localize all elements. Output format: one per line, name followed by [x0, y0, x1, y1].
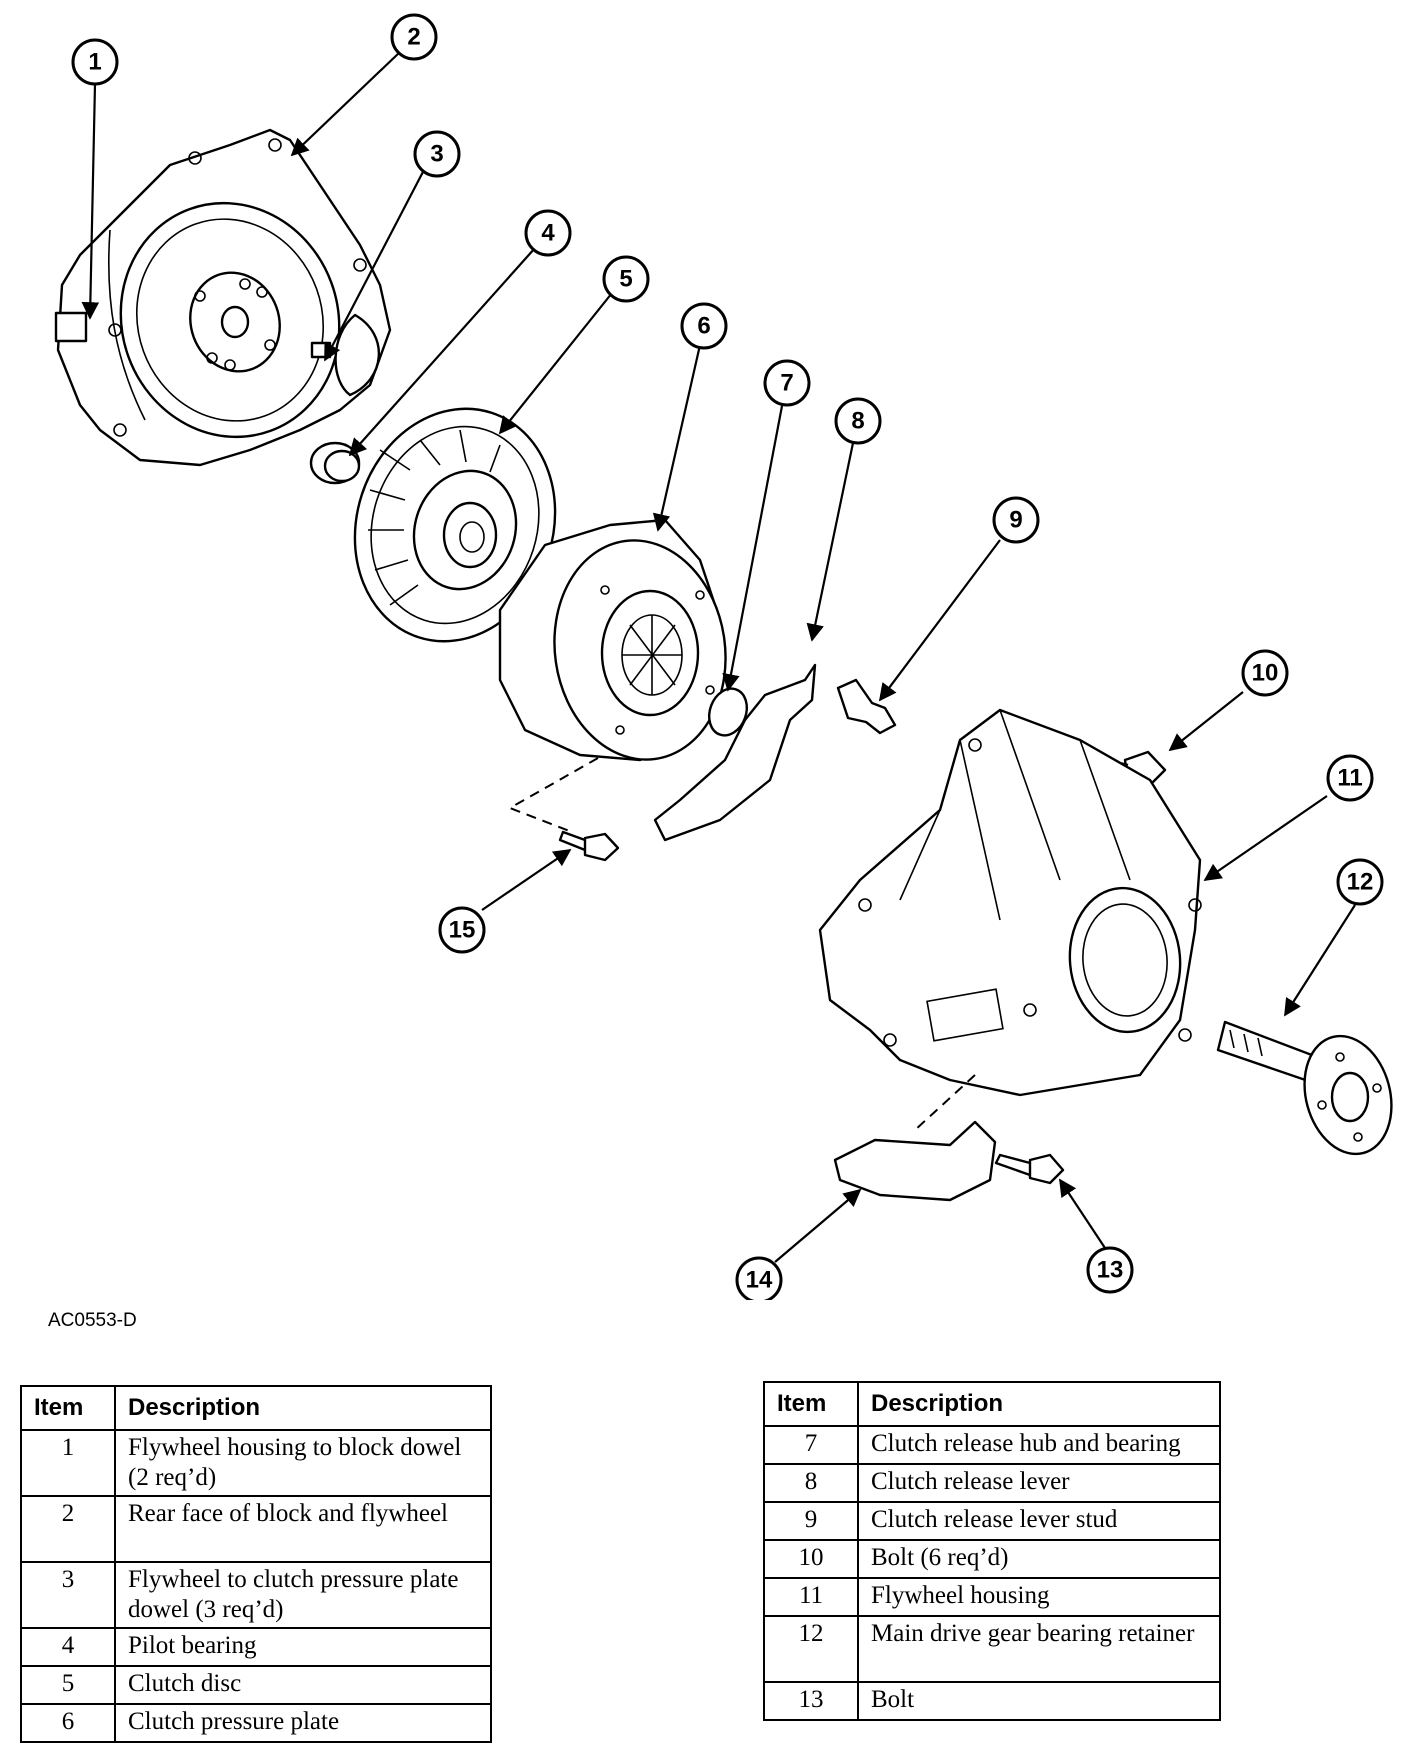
item-description: Flywheel housing to block dowel (2 req’d…	[114, 1429, 492, 1497]
legend-row: 11 Flywheel housing	[763, 1577, 1221, 1617]
svg-text:5: 5	[619, 266, 632, 293]
item-number: 2	[20, 1495, 116, 1563]
callout-6: 6	[680, 302, 728, 350]
item-description: Clutch pressure plate	[114, 1703, 492, 1743]
svg-text:13: 13	[1097, 1257, 1124, 1284]
legend-row: 10 Bolt (6 req’d)	[763, 1539, 1221, 1579]
svg-text:8: 8	[851, 408, 864, 435]
item-number: 7	[763, 1425, 859, 1465]
item-number: 3	[20, 1561, 116, 1629]
callout-15: 15	[438, 906, 486, 954]
description-header: Description	[857, 1381, 1221, 1427]
description-header: Description	[114, 1385, 492, 1431]
callout-11: 11	[1326, 754, 1374, 802]
svg-text:1: 1	[88, 49, 101, 76]
callout-4: 4	[524, 209, 572, 257]
item-description: Flywheel housing	[857, 1577, 1221, 1617]
rear-face-of-block-and-flywheel	[54, 128, 392, 467]
item-number: 11	[763, 1577, 859, 1617]
legend-header-row: Item Description	[763, 1381, 1221, 1427]
installation-line-14	[914, 1074, 976, 1131]
item-description: Rear face of block and flywheel	[114, 1495, 492, 1563]
legend-row: 5 Clutch disc	[20, 1665, 492, 1705]
svg-text:4: 4	[541, 220, 555, 247]
svg-text:14: 14	[746, 1267, 773, 1294]
clutch-disc	[353, 407, 557, 643]
bolt-15	[558, 830, 620, 862]
item-description: Bolt	[857, 1681, 1221, 1721]
item-number: 6	[20, 1703, 116, 1743]
legend-row: 7 Clutch release hub and bearing	[763, 1425, 1221, 1465]
callout-14: 14	[735, 1256, 783, 1300]
svg-text:15: 15	[449, 917, 476, 944]
item-description: Flywheel to clutch pressure plate dowel …	[114, 1561, 492, 1629]
svg-text:6: 6	[697, 313, 710, 340]
clutch-pressure-plate	[498, 518, 727, 762]
item-number: 12	[763, 1615, 859, 1683]
callout-2: 2	[390, 13, 438, 61]
callout-8: 8	[834, 397, 882, 445]
leader-lines	[81, 51, 1356, 1263]
item-number: 13	[763, 1681, 859, 1721]
legend-row: 2 Rear face of block and flywheel	[20, 1495, 492, 1563]
flywheel-housing	[818, 708, 1202, 1097]
svg-text:7: 7	[780, 370, 793, 397]
item-number: 8	[763, 1463, 859, 1503]
svg-text:10: 10	[1252, 660, 1279, 687]
exploded-clutch-diagram: 1 2 3 4 5 6 7 8 9 10 11 12 13 14 15	[54, 13, 1393, 1300]
item-description: Bolt (6 req’d)	[857, 1539, 1221, 1579]
svg-text:3: 3	[430, 141, 443, 168]
legend-row: 6 Clutch pressure plate	[20, 1703, 492, 1743]
item-description: Main drive gear bearing retainer	[857, 1615, 1221, 1683]
item-description: Pilot bearing	[114, 1627, 492, 1667]
legend-header-row: Item Description	[20, 1385, 492, 1431]
callout-3: 3	[413, 130, 461, 178]
svg-text:11: 11	[1337, 765, 1362, 792]
installation-line-15	[507, 757, 599, 833]
svg-text:9: 9	[1009, 507, 1022, 534]
bolt-13	[994, 1153, 1065, 1185]
clutch-release-lever-stud	[836, 678, 897, 735]
callout-1: 1	[71, 38, 119, 86]
figure-code: AC0553-D	[48, 1310, 137, 1331]
callout-7: 7	[763, 359, 811, 407]
clutch-release-lever	[653, 663, 817, 842]
item-header: Item	[20, 1385, 116, 1431]
item-number: 1	[20, 1429, 116, 1497]
pilot-bearing	[309, 441, 361, 485]
legend-row: 3 Flywheel to clutch pressure plate dowe…	[20, 1561, 492, 1629]
item-description: Clutch release hub and bearing	[857, 1425, 1221, 1465]
svg-text:2: 2	[407, 24, 420, 51]
item-number: 9	[763, 1501, 859, 1541]
callout-10: 10	[1241, 649, 1289, 697]
item-description: Clutch disc	[114, 1665, 492, 1705]
legend-row: 4 Pilot bearing	[20, 1627, 492, 1667]
item-description: Clutch release lever	[857, 1463, 1221, 1503]
legend-row: 8 Clutch release lever	[763, 1463, 1221, 1503]
item-description: Clutch release lever stud	[857, 1501, 1221, 1541]
main-drive-gear-bearing-retainer	[1216, 1020, 1393, 1156]
legend-table-left: Item Description 1 Flywheel housing to b…	[20, 1385, 492, 1743]
item-number: 10	[763, 1539, 859, 1579]
callout-12: 12	[1336, 858, 1384, 906]
svg-text:12: 12	[1347, 869, 1374, 896]
callout-9: 9	[992, 496, 1040, 544]
part-14	[833, 1120, 997, 1202]
legend-row: 13 Bolt	[763, 1681, 1221, 1721]
item-header: Item	[763, 1381, 859, 1427]
item-number: 4	[20, 1627, 116, 1667]
legend-row: 1 Flywheel housing to block dowel (2 req…	[20, 1429, 492, 1497]
legend-row: 12 Main drive gear bearing retainer	[763, 1615, 1221, 1683]
item-number: 5	[20, 1665, 116, 1705]
legend-table-right: Item Description 7 Clutch release hub an…	[763, 1381, 1221, 1721]
callout-5: 5	[602, 255, 650, 303]
callout-13: 13	[1086, 1246, 1134, 1294]
legend-row: 9 Clutch release lever stud	[763, 1501, 1221, 1541]
